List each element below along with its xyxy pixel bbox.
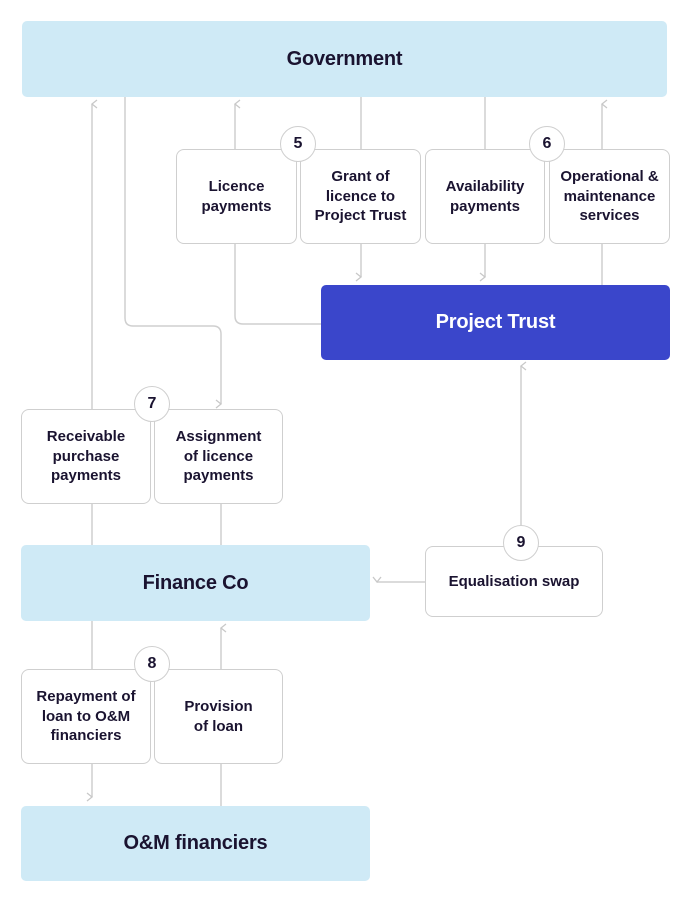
step-number: 6 — [542, 135, 552, 152]
step-badge-5: 5 — [280, 126, 316, 162]
flow-om-services: Operational & maintenance services — [549, 149, 670, 244]
step-number: 8 — [147, 655, 157, 672]
step-badge-8: 8 — [134, 646, 170, 682]
entity-om-financiers-label: O&M financiers — [123, 832, 268, 854]
step-number: 7 — [147, 395, 157, 412]
entity-om-financiers: O&M financiers — [21, 806, 370, 881]
entity-project-trust: Project Trust — [321, 285, 670, 360]
flow-licence-payments: Licence payments — [176, 149, 297, 244]
entity-finance-co-label: Finance Co — [142, 571, 249, 594]
step-badge-7: 7 — [134, 386, 170, 422]
entity-government: Government — [22, 21, 667, 97]
entity-government-label: Government — [286, 47, 403, 70]
flow-label: Equalisation swap — [448, 572, 580, 590]
flow-grant-of-licence: Grant of licence to Project Trust — [300, 149, 421, 244]
flow-receivable-purchase-payments: Receivable purchase payments — [21, 409, 151, 504]
flow-label: Operational & maintenance services — [560, 168, 659, 225]
flow-label: Availability payments — [445, 178, 525, 215]
step-number: 9 — [516, 534, 526, 551]
flow-label: Provision of loan — [184, 698, 253, 735]
step-number: 5 — [293, 135, 303, 152]
flow-availability-payments: Availability payments — [425, 149, 545, 244]
flow-assignment-of-licence-payments: Assignment of licence payments — [154, 409, 283, 504]
flow-label: Repayment of loan to O&M financiers — [36, 688, 136, 745]
entity-finance-co: Finance Co — [21, 545, 370, 621]
entity-project-trust-label: Project Trust — [435, 311, 556, 333]
step-badge-9: 9 — [503, 525, 539, 561]
arrow-government-to-assignment — [124, 97, 221, 404]
step-badge-6: 6 — [529, 126, 565, 162]
flow-provision-of-loan: Provision of loan — [154, 669, 283, 764]
arrow-licence-payments-to-government — [235, 104, 321, 325]
flow-label: Assignment of licence payments — [175, 428, 262, 485]
flow-label: Licence payments — [201, 178, 272, 215]
flow-label: Grant of licence to Project Trust — [314, 168, 407, 225]
flow-label: Receivable purchase payments — [46, 428, 126, 485]
flow-repayment-of-loan: Repayment of loan to O&M financiers — [21, 669, 151, 764]
flow-equalisation-swap: Equalisation swap — [425, 546, 603, 617]
